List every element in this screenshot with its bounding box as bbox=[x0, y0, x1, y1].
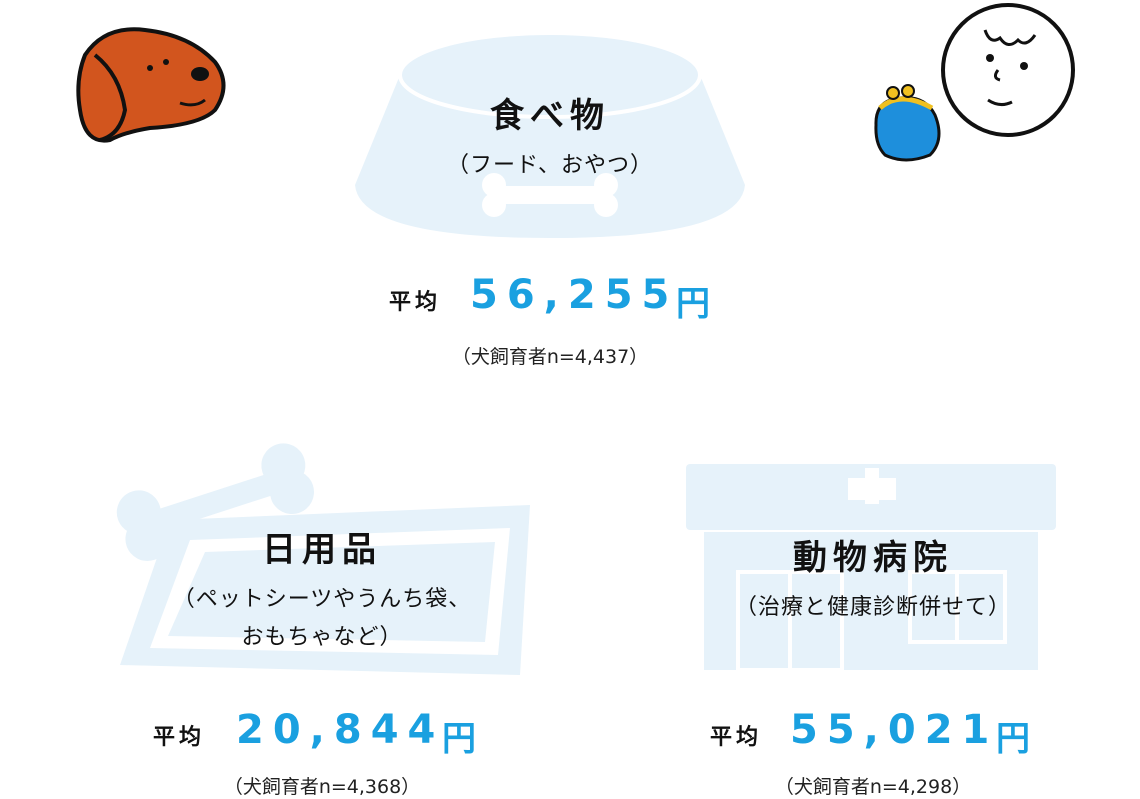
vet-amount: 55,021 bbox=[790, 707, 999, 753]
food-title: 食べ物 bbox=[490, 96, 610, 136]
food-amount: 56,255 bbox=[470, 272, 679, 318]
dog-icon bbox=[76, 27, 226, 143]
food-avg-label: 平均 bbox=[389, 290, 442, 315]
vet-unit: 円 bbox=[996, 719, 1030, 759]
hospital-icon bbox=[686, 464, 1056, 672]
daily-note: （犬飼育者n=4,368） bbox=[223, 776, 421, 798]
daily-avg-label: 平均 bbox=[153, 725, 206, 750]
daily-subtitle-line2: おもちゃなど） bbox=[241, 625, 403, 650]
food-note: （犬飼育者n=4,437） bbox=[451, 346, 649, 368]
daily-title: 日用品 bbox=[262, 530, 382, 570]
food-subtitle: （フード、おやつ） bbox=[446, 153, 654, 178]
vet-avg-label: 平均 bbox=[710, 725, 763, 750]
pet-sheet-icon bbox=[116, 443, 530, 675]
vet-subtitle: （治療と健康診断併せて） bbox=[734, 595, 1011, 620]
daily-subtitle-line1: （ペットシーツやうんち袋、 bbox=[172, 587, 472, 612]
coin-purse-icon bbox=[874, 84, 941, 162]
vet-title: 動物病院 bbox=[793, 538, 953, 578]
daily-unit: 円 bbox=[442, 719, 476, 759]
vet-note: （犬飼育者n=4,298） bbox=[774, 776, 972, 798]
person-icon bbox=[941, 3, 1075, 137]
daily-amount: 20,844 bbox=[236, 707, 445, 753]
dog-bowl-icon bbox=[355, 31, 745, 238]
food-unit: 円 bbox=[676, 284, 710, 324]
